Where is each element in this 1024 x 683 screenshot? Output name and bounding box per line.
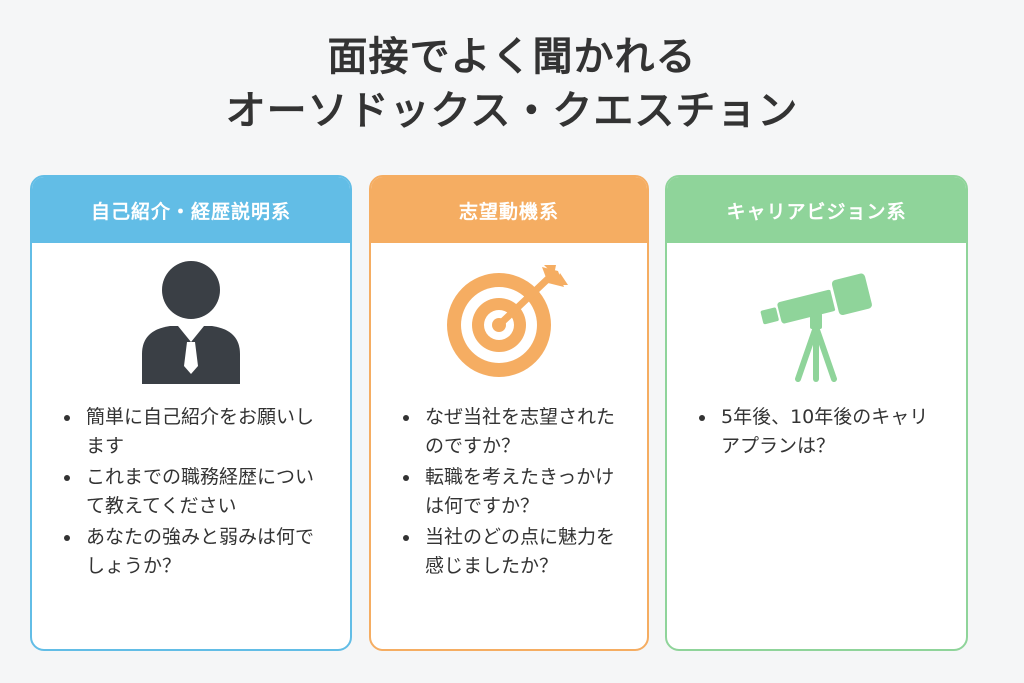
question-list: 5年後、10年後のキャリアプランは？ bbox=[667, 403, 966, 461]
question-list: なぜ当社を志望されたのですか？ 転職を考えたきっかけは何ですか？ 当社のどの点に… bbox=[371, 403, 647, 581]
card-self-introduction: 自己紹介・経歴説明系 簡単に自己紹介をお願いします これまでの職務経歴について教… bbox=[30, 175, 352, 651]
card-header: 自己紹介・経歴説明系 bbox=[32, 177, 350, 243]
person-icon bbox=[32, 243, 350, 403]
telescope-icon bbox=[667, 243, 966, 403]
list-item: 簡単に自己紹介をお願いします bbox=[62, 403, 330, 461]
list-item: 当社のどの点に魅力を感じましたか？ bbox=[401, 523, 627, 581]
card-motivation: 志望動機系 なぜ当社を志望されたのですか？ 転職を考えたきっかけは何ですか？ 当… bbox=[369, 175, 649, 651]
list-item: 5年後、10年後のキャリアプランは？ bbox=[697, 403, 946, 461]
question-list: 簡単に自己紹介をお願いします これまでの職務経歴について教えてください あなたの… bbox=[32, 403, 350, 581]
card-header: 志望動機系 bbox=[371, 177, 647, 243]
title-line-2: オーソドックス・クエスチョン bbox=[225, 88, 799, 134]
list-item: なぜ当社を志望されたのですか？ bbox=[401, 403, 627, 461]
list-item: これまでの職務経歴について教えてください bbox=[62, 463, 330, 521]
list-item: 転職を考えたきっかけは何ですか？ bbox=[401, 463, 627, 521]
page-title: 面接でよく聞かれる オーソドックス・クエスチョン bbox=[0, 30, 1024, 138]
title-line-1: 面接でよく聞かれる bbox=[327, 34, 697, 80]
target-icon bbox=[371, 243, 647, 403]
list-item: あなたの強みと弱みは何でしょうか？ bbox=[62, 523, 330, 581]
card-header: キャリアビジョン系 bbox=[667, 177, 966, 243]
card-career-vision: キャリアビジョン系 5年後、10年後のキャリアプランは？ bbox=[665, 175, 968, 651]
